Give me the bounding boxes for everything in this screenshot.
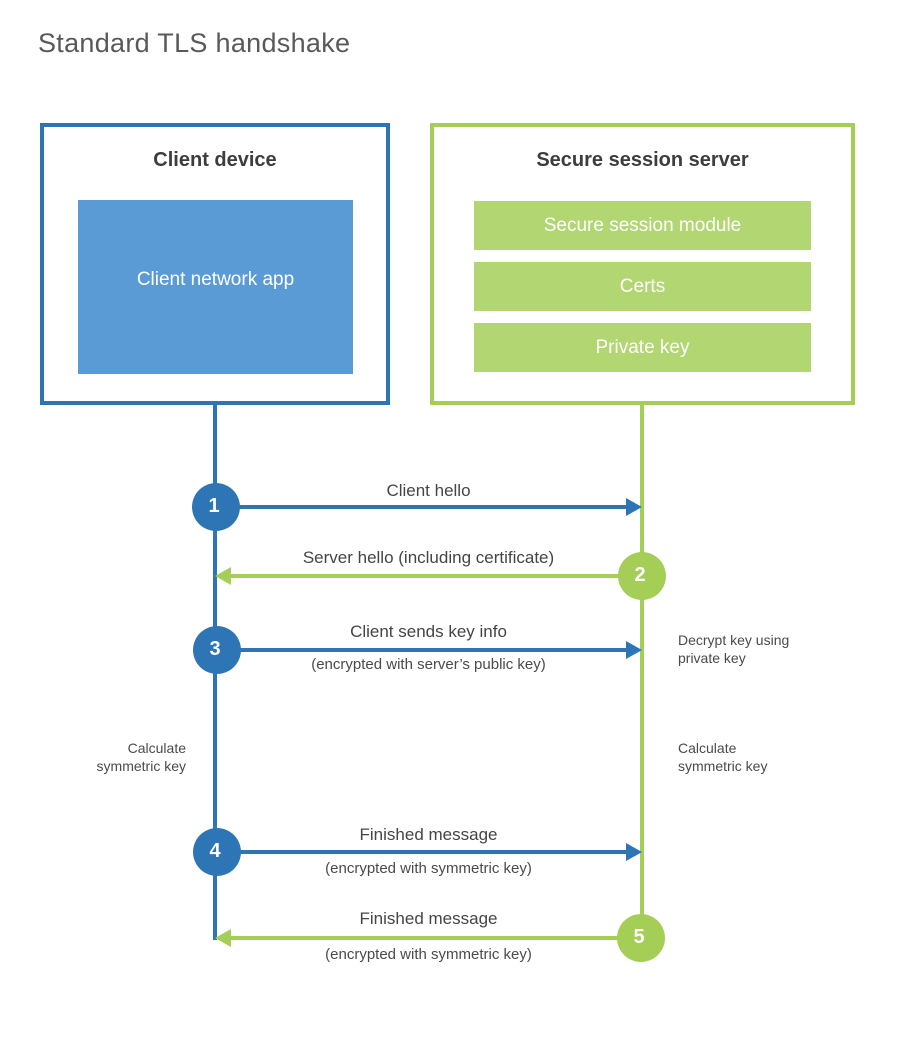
server-module-private-key: Private key — [474, 323, 811, 372]
note-calculate-symmetric-key-client: Calculate symmetric key — [96, 740, 186, 774]
label-finished-server: Finished message — [359, 909, 498, 928]
step-circle-5: 5 — [617, 914, 665, 962]
arrowhead-right-icon — [626, 843, 642, 861]
step-number: 5 — [633, 925, 645, 948]
client-device-box: Client device Client network app — [40, 123, 390, 405]
arrow-client-key-info — [215, 648, 626, 652]
note-calculate-symmetric-key-server: Calculate symmetric key — [678, 740, 768, 774]
arrowhead-left-icon — [215, 929, 231, 947]
label-client-key-info: Client sends key info — [350, 622, 507, 641]
step-circle-4: 4 — [193, 828, 241, 876]
label-server-hello: Server hello (including certificate) — [302, 548, 555, 567]
secure-session-server-box: Secure session server Secure session mod… — [430, 123, 855, 405]
label-client-hello: Client hello — [386, 481, 471, 500]
sublabel-encrypted-symmetric-key-client: (encrypted with symmetric key) — [325, 860, 532, 877]
arrow-client-hello — [215, 505, 626, 509]
page-title: Standard TLS handshake — [38, 28, 351, 58]
step-circle-2: 2 — [618, 552, 666, 600]
server-module-secure-session: Secure session module — [474, 201, 811, 250]
sublabel-encrypted-public-key: (encrypted with server’s public key) — [311, 656, 546, 673]
step-number: 1 — [208, 494, 220, 517]
client-network-app-module: Client network app — [78, 200, 353, 374]
server-header: Secure session server — [536, 149, 749, 171]
arrow-finished-server — [231, 936, 642, 940]
arrowhead-right-icon — [626, 498, 642, 516]
note-decrypt-key: Decrypt key using private key — [678, 632, 790, 666]
arrowhead-left-icon — [215, 567, 231, 585]
server-lifeline — [640, 405, 644, 940]
step-number: 2 — [634, 563, 646, 586]
label-finished-client: Finished message — [359, 825, 498, 844]
step-circle-1: 1 — [192, 483, 240, 531]
sublabel-encrypted-symmetric-key-server: (encrypted with symmetric key) — [325, 946, 532, 963]
server-module-certs: Certs — [474, 262, 811, 311]
step-circle-3: 3 — [193, 626, 241, 674]
client-network-app-label: Client network app — [136, 269, 295, 290]
arrowhead-right-icon — [626, 641, 642, 659]
arrow-finished-client — [215, 850, 626, 854]
arrow-server-hello — [231, 574, 642, 578]
client-device-header: Client device — [153, 149, 277, 171]
step-number: 4 — [209, 839, 221, 862]
step-number: 3 — [209, 637, 221, 660]
